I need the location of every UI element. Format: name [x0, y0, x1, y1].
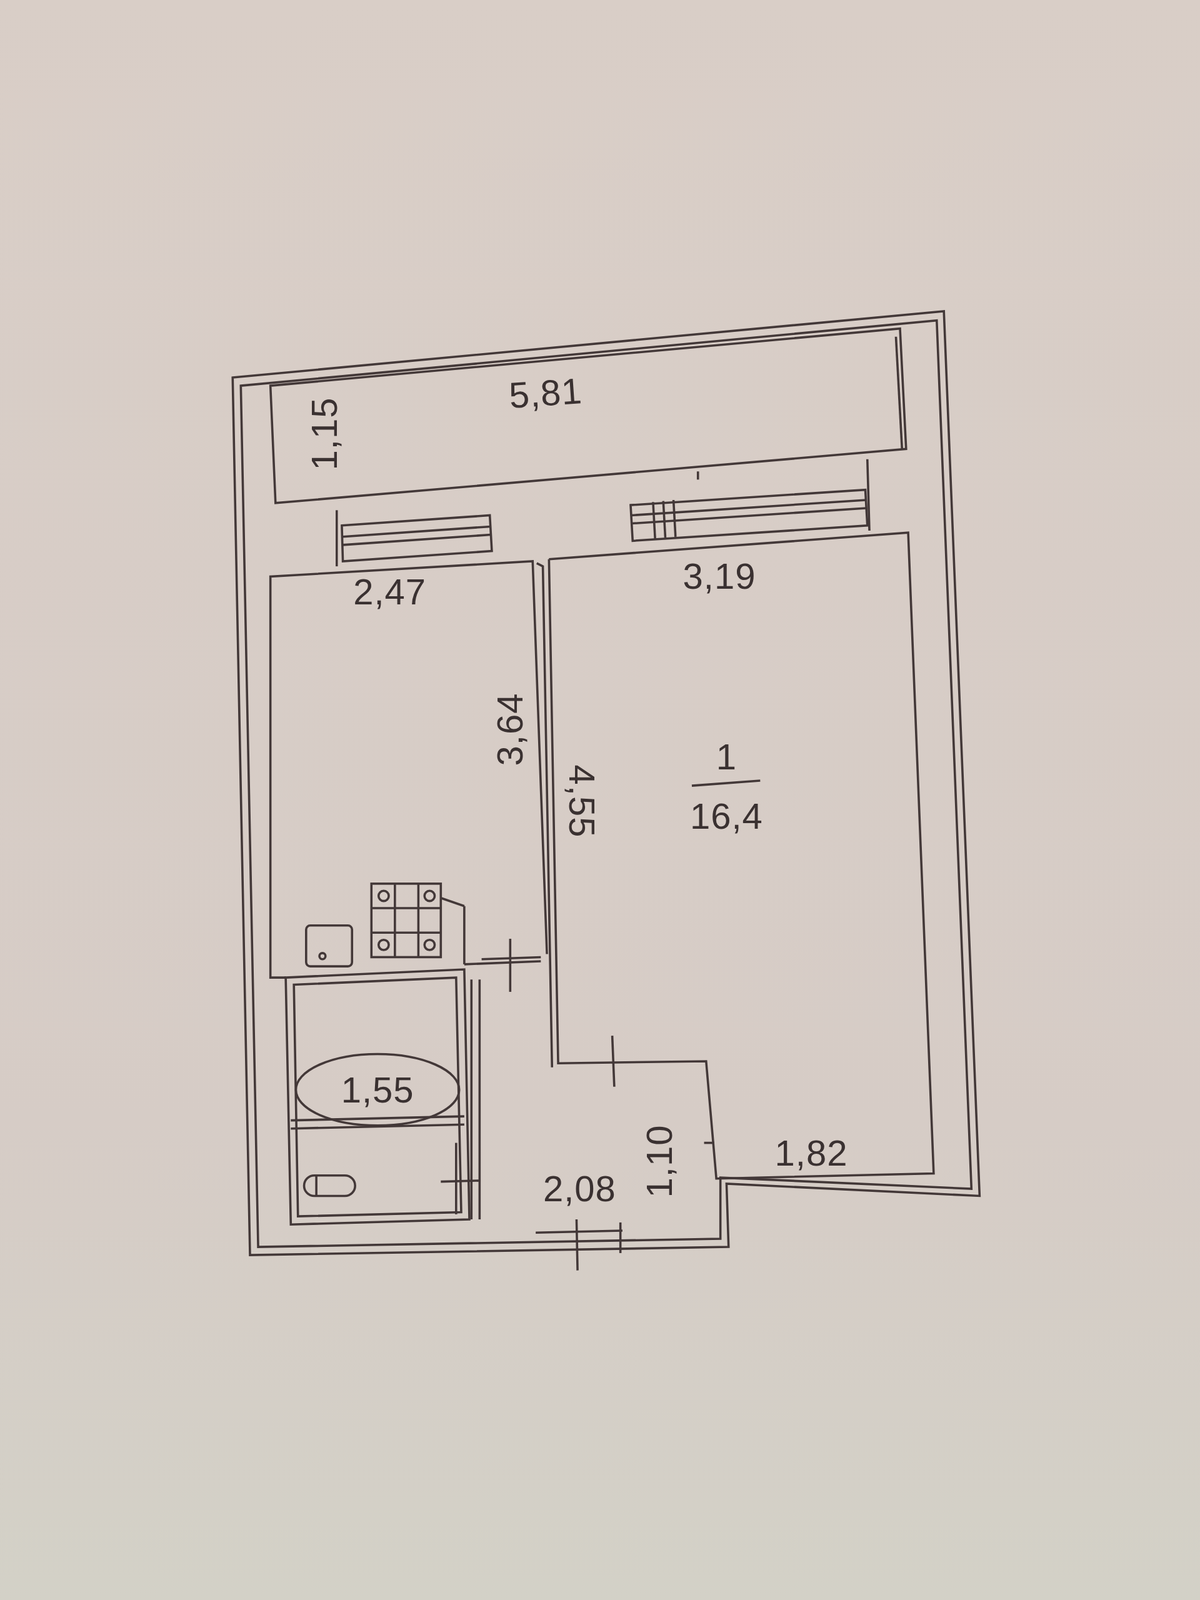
dimension-label: 16,4 — [690, 798, 764, 835]
dimension-label: 1 — [716, 738, 737, 775]
dimension-label: 1,10 — [641, 1125, 678, 1199]
dimension-label: 2,47 — [353, 573, 427, 610]
dimension-label: 2,08 — [543, 1170, 617, 1207]
dimension-label: 3,19 — [683, 558, 757, 595]
dimension-label: 4,55 — [563, 764, 600, 838]
dimension-label: 1,15 — [306, 396, 343, 470]
dimension-label: 3,64 — [491, 693, 529, 767]
dimension-label: 1,82 — [775, 1135, 849, 1172]
dimension-label: 1,55 — [341, 1071, 415, 1109]
dimension-label: 5,81 — [508, 372, 584, 414]
